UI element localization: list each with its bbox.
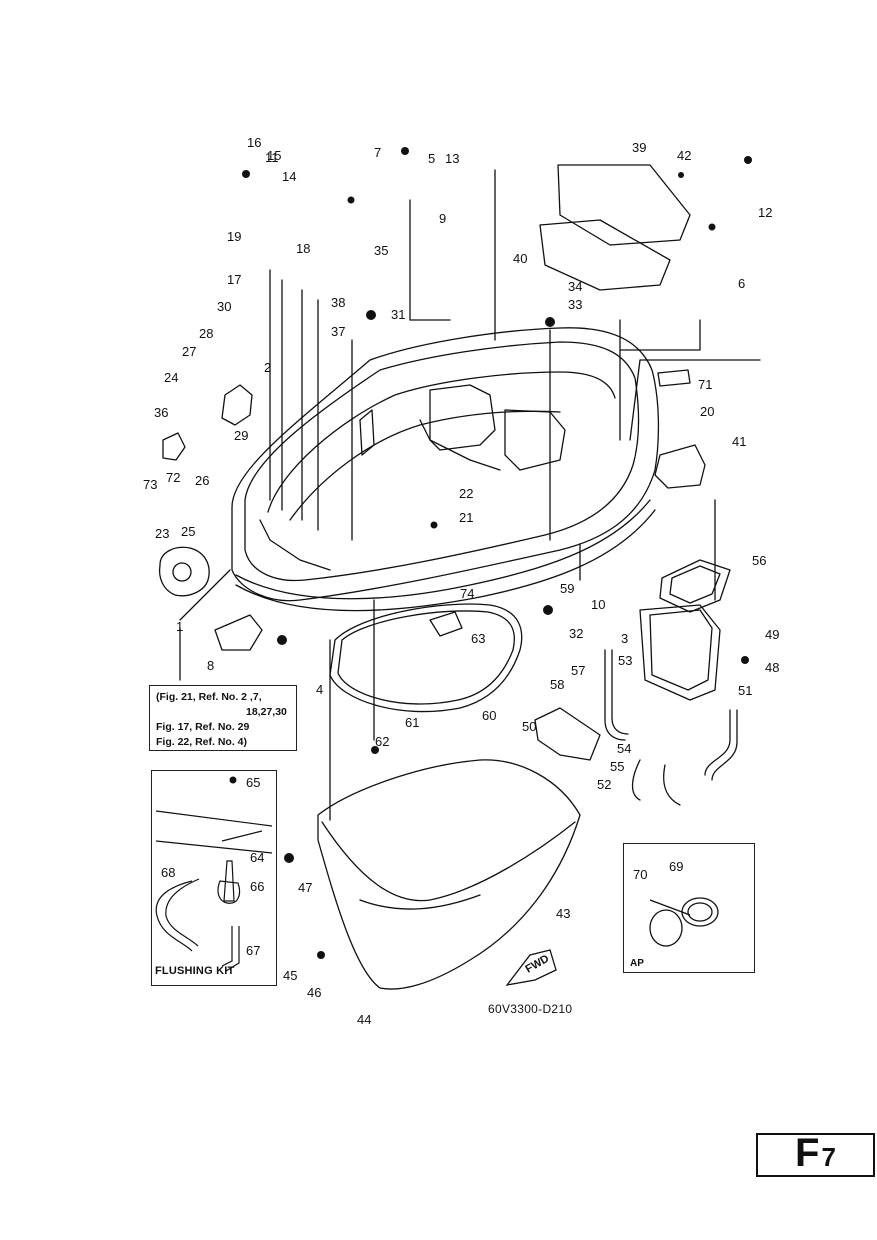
- callout-57: 57: [571, 663, 585, 678]
- callout-4: 4: [316, 682, 323, 697]
- callout-24: 24: [164, 370, 178, 385]
- callout-10: 10: [591, 597, 605, 612]
- callout-68: 68: [161, 865, 175, 880]
- callout-48: 48: [765, 660, 779, 675]
- callout-53: 53: [618, 653, 632, 668]
- callout-30: 30: [217, 299, 231, 314]
- callout-50: 50: [522, 719, 536, 734]
- callout-23: 23: [155, 526, 169, 541]
- callout-3: 3: [621, 631, 628, 646]
- callout-22: 22: [459, 486, 473, 501]
- ap-inset-box: [623, 843, 755, 973]
- callout-54: 54: [617, 741, 631, 756]
- flushing-kit-title: FLUSHING KIT: [155, 965, 235, 977]
- page-badge: F 7: [756, 1131, 875, 1177]
- callout-9: 9: [439, 211, 446, 226]
- callout-21: 21: [459, 510, 473, 525]
- callout-15: 15: [267, 148, 281, 163]
- callout-35: 35: [374, 243, 388, 258]
- callout-8: 8: [207, 658, 214, 673]
- callout-63: 63: [471, 631, 485, 646]
- ref-note-line2: 18,27,30: [246, 706, 287, 718]
- callout-26: 26: [195, 473, 209, 488]
- ref-note-line3: Fig. 17, Ref. No. 29: [156, 721, 250, 733]
- callout-34: 34: [568, 279, 582, 294]
- callout-numbers: 1234567891011121314151617181920212223242…: [143, 135, 779, 1027]
- page-badge-number: 7: [821, 1142, 836, 1172]
- callout-52: 52: [597, 777, 611, 792]
- callout-67: 67: [246, 943, 260, 958]
- callout-66: 66: [250, 879, 264, 894]
- callout-28: 28: [199, 326, 213, 341]
- callout-20: 20: [700, 404, 714, 419]
- drawing-code: 60V3300-D210: [488, 1002, 573, 1016]
- callout-55: 55: [610, 759, 624, 774]
- flushing-kit-box: [151, 770, 277, 986]
- callout-47: 47: [298, 880, 312, 895]
- callout-64: 64: [250, 850, 264, 865]
- callout-56: 56: [752, 553, 766, 568]
- page-badge-letter: F: [795, 1131, 820, 1175]
- callout-44: 44: [357, 1012, 371, 1027]
- callout-2: 2: [264, 360, 271, 375]
- callout-61: 61: [405, 715, 419, 730]
- ap-title: AP: [630, 958, 644, 969]
- callout-43: 43: [556, 906, 570, 921]
- callout-33: 33: [568, 297, 582, 312]
- reference-note-box: (Fig. 21, Ref. No. 2 ,7, 18,27,30 Fig. 1…: [149, 685, 297, 751]
- callout-27: 27: [182, 344, 196, 359]
- callout-46: 46: [307, 985, 321, 1000]
- callout-19: 19: [227, 229, 241, 244]
- callout-42: 42: [677, 148, 691, 163]
- callout-36: 36: [154, 405, 168, 420]
- callout-18: 18: [296, 241, 310, 256]
- ref-note-line4: Fig. 22, Ref. No. 4): [156, 736, 248, 748]
- callout-65: 65: [246, 775, 260, 790]
- callout-51: 51: [738, 683, 752, 698]
- callout-69: 69: [669, 859, 683, 874]
- callout-16: 16: [247, 135, 261, 150]
- callout-13: 13: [445, 151, 459, 166]
- callout-72: 72: [166, 470, 180, 485]
- callout-39: 39: [632, 140, 646, 155]
- lower-cover-outline: [317, 759, 581, 990]
- flushing-kit-drawing: [155, 810, 273, 972]
- callout-31: 31: [391, 307, 405, 322]
- callout-7: 7: [374, 145, 381, 160]
- callout-17: 17: [227, 272, 241, 287]
- callout-1: 1: [176, 619, 183, 634]
- callout-29: 29: [234, 428, 248, 443]
- callout-11: 11: [265, 150, 279, 165]
- callout-6: 6: [738, 276, 745, 291]
- callout-12: 12: [758, 205, 772, 220]
- callout-40: 40: [513, 251, 527, 266]
- callout-60: 60: [482, 708, 496, 723]
- bottom-cowling-outline: [231, 327, 660, 602]
- callout-5: 5: [428, 151, 435, 166]
- callout-25: 25: [181, 524, 195, 539]
- callout-41: 41: [732, 434, 746, 449]
- callout-62: 62: [375, 734, 389, 749]
- fwd-label: FWD: [524, 953, 552, 976]
- callout-70: 70: [633, 867, 647, 882]
- fwd-arrow-icon: [505, 949, 557, 986]
- callout-45: 45: [283, 968, 297, 983]
- seal-ring: [329, 603, 523, 713]
- callout-71: 71: [698, 377, 712, 392]
- callout-37: 37: [331, 324, 345, 339]
- callout-58: 58: [550, 677, 564, 692]
- ref-note-line1: (Fig. 21, Ref. No. 2 ,7,: [156, 691, 262, 703]
- callout-49: 49: [765, 627, 779, 642]
- callout-38: 38: [331, 295, 345, 310]
- callout-14: 14: [282, 169, 296, 184]
- callout-32: 32: [569, 626, 583, 641]
- callout-59: 59: [560, 581, 574, 596]
- callout-74: 74: [460, 586, 474, 601]
- callout-73: 73: [143, 477, 157, 492]
